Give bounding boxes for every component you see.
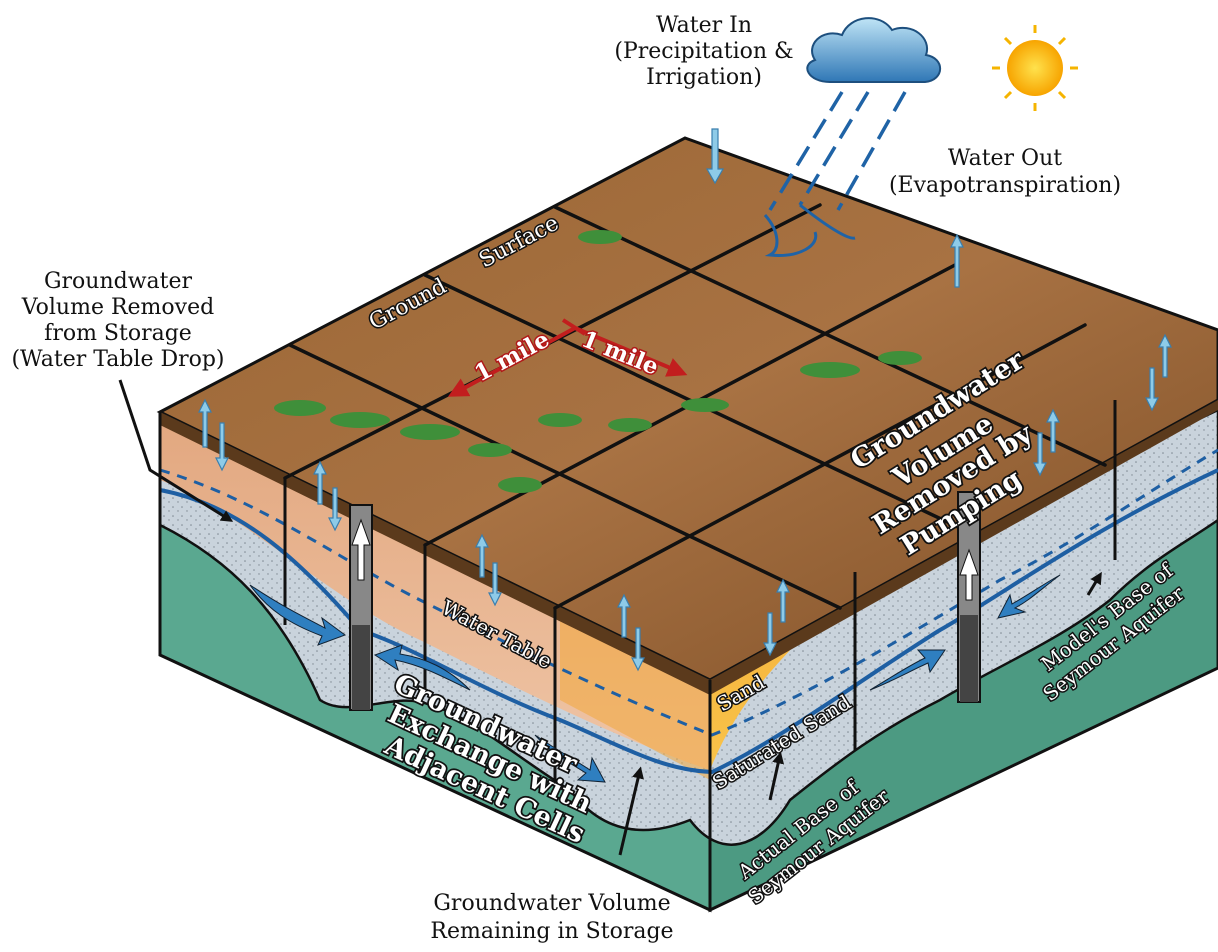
shrub-icon: [274, 230, 922, 493]
rain-icon: [763, 91, 907, 257]
label-remaining-1: Groundwater Volume: [433, 891, 670, 916]
sun-icon: [992, 25, 1078, 111]
vegetation: [274, 230, 922, 493]
label-water-out-1: Water Out: [948, 146, 1062, 171]
lateral-exchange-arrows: [249, 574, 1061, 783]
water-table-line: [159, 468, 1218, 775]
scale-arrows: [447, 318, 688, 397]
label-remaining-2: Remaining in Storage: [430, 919, 673, 944]
label-removed-storage-4: (Water Table Drop): [11, 347, 224, 372]
cloud-icon: [806, 17, 942, 83]
label-water-in-3: Irrigation): [646, 65, 762, 90]
water-table-dashed-line: [159, 448, 1218, 737]
label-removed-storage-2: Volume Removed: [21, 295, 214, 320]
label-removed-storage-1: Groundwater: [44, 269, 193, 294]
label-water-in-1: Water In: [656, 13, 752, 38]
label-water-in-2: (Precipitation &: [614, 39, 793, 64]
leader-lines: [118, 379, 1102, 856]
label-removed-storage-3: from Storage: [44, 321, 192, 346]
well-icon: [349, 491, 981, 711]
label-water-out-2: (Evapotranspiration): [889, 173, 1121, 198]
vertical-flux-arrows: [198, 128, 1172, 672]
